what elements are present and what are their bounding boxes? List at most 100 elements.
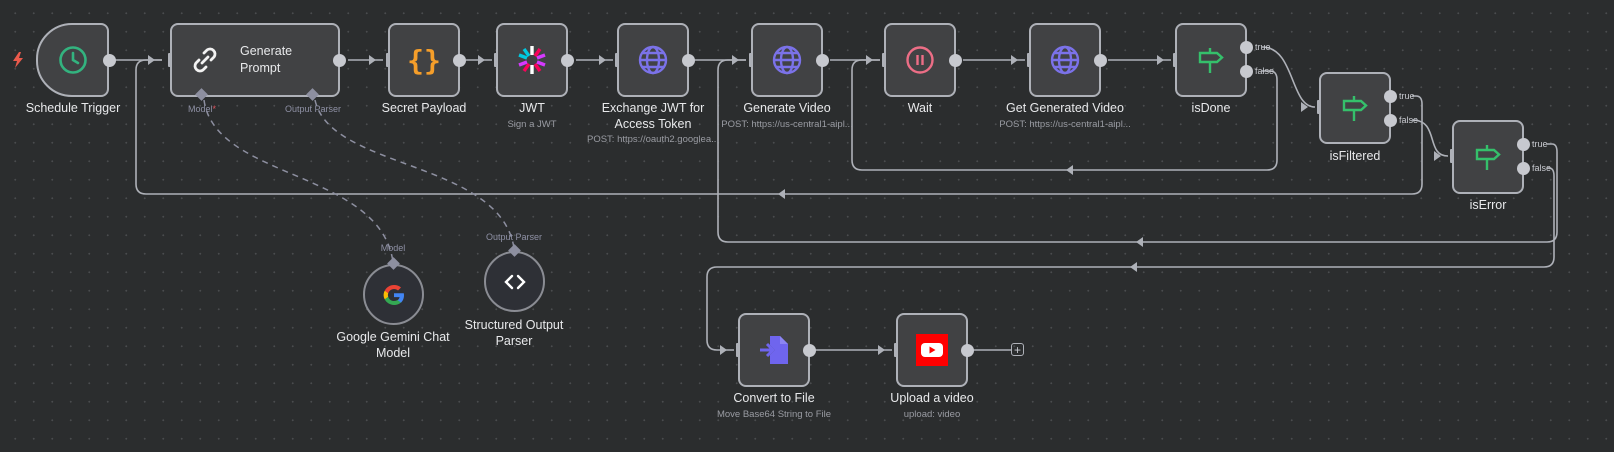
- node-label: Get Generated Video: [1006, 101, 1124, 115]
- output-handle[interactable]: [103, 54, 116, 67]
- node-label: Structured Output Parser: [465, 317, 564, 349]
- output-parser-port-label: Output Parser: [485, 232, 543, 242]
- output-handle[interactable]: [816, 54, 829, 67]
- node-wait[interactable]: [884, 23, 956, 97]
- node-label-line2: Model: [375, 346, 411, 360]
- node-label: JWT: [519, 101, 545, 115]
- node-jwt[interactable]: [496, 23, 568, 97]
- output-handle[interactable]: [333, 54, 346, 67]
- arrow-marker: [1157, 55, 1164, 65]
- node-sublabel: POST: https://us-central1-aipl...: [721, 119, 853, 130]
- node-label: Google Gemini Chat Model: [336, 329, 449, 361]
- node-generate-prompt[interactable]: Generate Prompt: [170, 23, 340, 97]
- false-output-handle[interactable]: [1240, 65, 1253, 78]
- node-is-filtered[interactable]: [1319, 72, 1391, 144]
- file-import-icon: [757, 333, 791, 367]
- output-handle[interactable]: [561, 54, 574, 67]
- globe-icon: [1048, 43, 1082, 77]
- pause-circle-icon: [903, 43, 937, 77]
- node-label: Schedule Trigger: [25, 101, 121, 115]
- link-icon: [188, 43, 222, 77]
- output-handle[interactable]: [961, 344, 974, 357]
- node-schedule-trigger[interactable]: [36, 23, 109, 97]
- edge-iserror-false-convert[interactable]: [706, 167, 1555, 351]
- node-sublabel: POST: https://us-central1-aipl...: [999, 119, 1131, 130]
- edge-iserror-true-genvideo[interactable]: [717, 59, 1558, 243]
- node-label-line2: Parser: [495, 334, 533, 348]
- arrow-marker: [599, 55, 606, 65]
- node-title-line1: Generate: [240, 44, 293, 58]
- false-output-handle[interactable]: [1384, 114, 1397, 127]
- edge-parser-output[interactable]: [314, 99, 515, 249]
- output-handle[interactable]: [803, 344, 816, 357]
- true-output-handle[interactable]: [1517, 138, 1530, 151]
- node-structured-output-parser[interactable]: [484, 251, 545, 312]
- signpost-icon: [1338, 91, 1372, 125]
- false-branch-label: false: [1532, 163, 1552, 173]
- arrow-marker: [1066, 165, 1073, 175]
- node-google-gemini-chat-model[interactable]: [363, 264, 424, 325]
- arrow-marker: [778, 189, 785, 199]
- node-is-error[interactable]: [1452, 120, 1524, 194]
- node-generate-video[interactable]: [751, 23, 823, 97]
- node-label-line1: Google Gemini Chat: [336, 330, 450, 344]
- edge-isdone-false-wait[interactable]: [851, 59, 1278, 171]
- node-label: Upload a video: [890, 391, 974, 405]
- node-convert-to-file[interactable]: [738, 313, 810, 387]
- arrow-marker: [369, 55, 376, 65]
- clock-icon: [56, 43, 90, 77]
- arrow-marker: [148, 55, 155, 65]
- edge-isdone-true-isfiltered[interactable]: [1261, 46, 1316, 108]
- true-branch-label: true: [1532, 139, 1548, 149]
- model-port-label: Model: [380, 243, 406, 253]
- node-sublabel: Sign a JWT: [507, 119, 557, 130]
- edge-isfiltered-false-iserror[interactable]: [1411, 119, 1449, 157]
- false-output-handle[interactable]: [1517, 162, 1530, 175]
- arrow-marker: [1301, 102, 1308, 112]
- arrow-marker: [1130, 262, 1137, 272]
- node-is-done[interactable]: [1175, 23, 1247, 97]
- node-label: isError: [1469, 198, 1507, 212]
- arrow-marker: [478, 55, 485, 65]
- curly-braces-icon: {}: [407, 43, 441, 77]
- node-label: Secret Payload: [381, 101, 467, 115]
- lightning-bolt-icon: [13, 52, 23, 68]
- google-icon: [377, 278, 411, 312]
- node-title-line2: Prompt: [240, 61, 281, 75]
- code-brackets-icon: [498, 265, 532, 299]
- arrow-marker: [1434, 151, 1441, 161]
- node-label: Convert to File: [733, 391, 815, 405]
- add-node-button[interactable]: +: [1011, 343, 1024, 356]
- node-get-generated-video[interactable]: [1029, 23, 1101, 97]
- node-label: Exchange JWT for Access Token: [602, 100, 705, 132]
- false-branch-label: false: [1255, 66, 1275, 76]
- output-handle[interactable]: [1094, 54, 1107, 67]
- output-handle[interactable]: [949, 54, 962, 67]
- edge-gemini-model[interactable]: [203, 99, 394, 263]
- output-parser-port-label: Output Parser: [284, 104, 342, 114]
- node-label: Generate Video: [743, 101, 831, 115]
- arrow-marker: [732, 55, 739, 65]
- node-sublabel: Move Base64 String to File: [716, 409, 832, 420]
- node-upload-video[interactable]: [896, 313, 968, 387]
- arrow-marker: [878, 345, 885, 355]
- node-label-line2: Access Token: [614, 117, 692, 131]
- arrow-marker: [866, 55, 873, 65]
- youtube-icon: [915, 333, 949, 367]
- model-port-label: Model*: [187, 104, 217, 114]
- output-handle[interactable]: [682, 54, 695, 67]
- node-sublabel: upload: video: [903, 409, 961, 420]
- true-output-handle[interactable]: [1384, 90, 1397, 103]
- node-secret-payload[interactable]: {}: [388, 23, 460, 97]
- node-exchange-jwt[interactable]: [617, 23, 689, 97]
- true-branch-label: true: [1399, 91, 1415, 101]
- globe-icon: [636, 43, 670, 77]
- node-label-line1: Exchange JWT for: [601, 101, 705, 115]
- jwt-icon: [515, 43, 549, 77]
- node-label-line1: Structured Output: [464, 318, 564, 332]
- true-output-handle[interactable]: [1240, 41, 1253, 54]
- output-handle[interactable]: [453, 54, 466, 67]
- arrow-marker: [720, 345, 727, 355]
- arrow-marker: [1011, 55, 1018, 65]
